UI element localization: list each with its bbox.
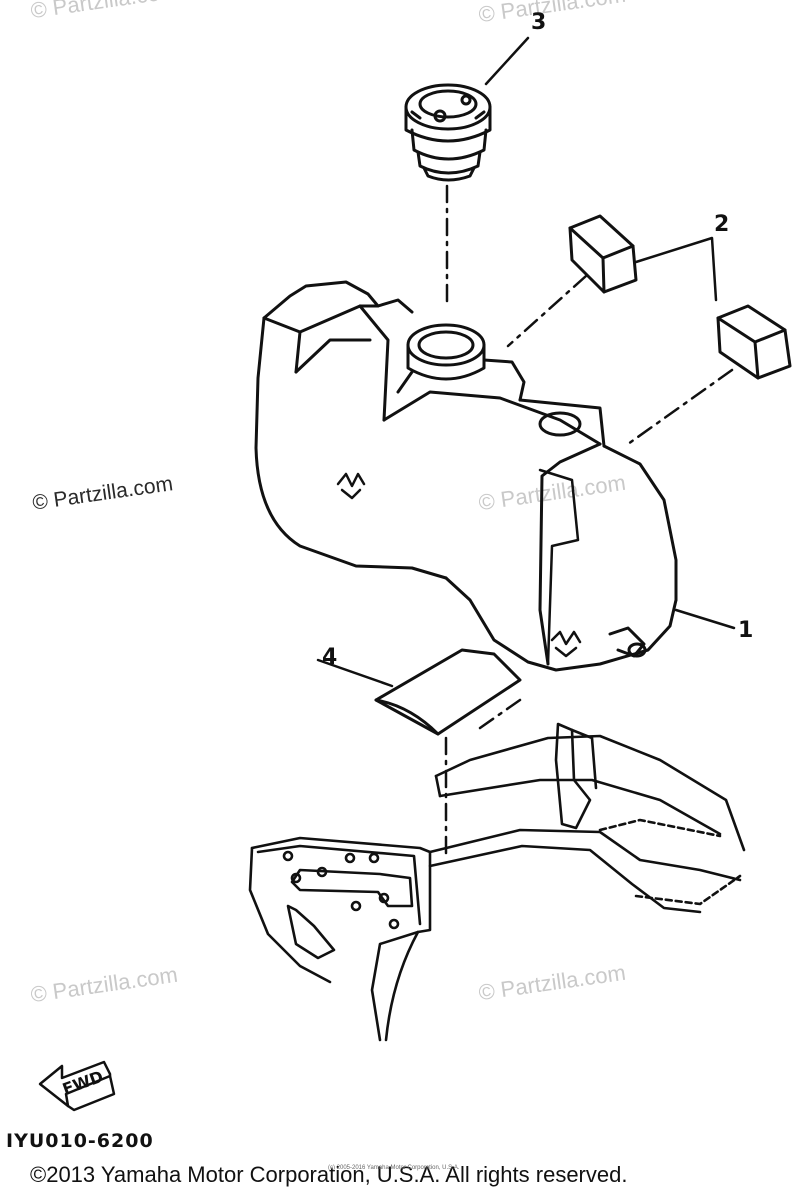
tank-protector <box>374 648 522 736</box>
centerline-protector-right <box>478 698 522 730</box>
damper-pad-lower <box>716 304 792 380</box>
leader-line-pads <box>634 236 718 302</box>
leader-line-tank <box>674 608 736 630</box>
part-number-tank: 1 <box>738 618 754 643</box>
leader-line-cap <box>484 36 530 86</box>
leader-line-protector <box>316 658 394 688</box>
frame <box>248 722 746 1042</box>
copyright-notice: ©2013 Yamaha Motor Corporation, U.S.A. A… <box>30 1162 628 1187</box>
fwd-arrow <box>38 1060 116 1112</box>
fuel-tank <box>254 280 678 672</box>
centerline-pad-upper <box>506 274 588 348</box>
fuel-cap <box>404 83 492 182</box>
part-number-pads: 2 <box>714 212 730 237</box>
drawing-code: IYU010-6200 <box>6 1130 154 1152</box>
small-copyright-notice: (c) 2005-2016 Yamaha Motor Corporation, … <box>328 1165 460 1171</box>
damper-pad-upper <box>568 214 638 294</box>
centerline-pad-lower <box>626 368 734 446</box>
part-number-cap: 3 <box>531 10 547 35</box>
part-number-protector: 4 <box>322 645 338 670</box>
